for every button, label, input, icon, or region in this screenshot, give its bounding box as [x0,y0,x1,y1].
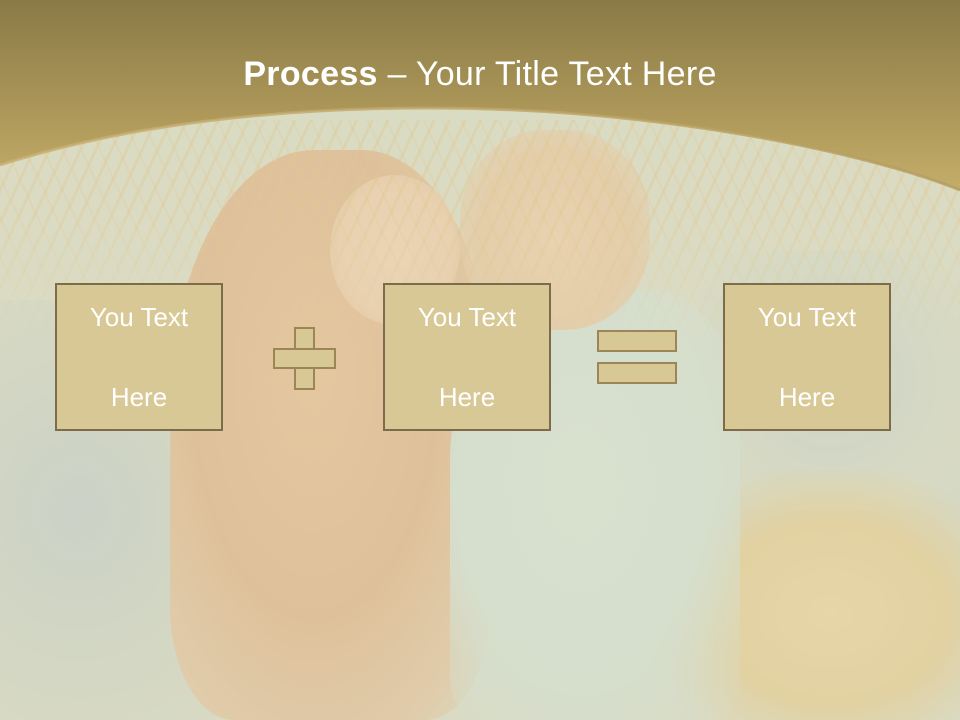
box-1-line-1: You Text [89,302,189,332]
box-1-line-2: Here [110,382,168,412]
box-2-line-2: Here [438,382,496,412]
box-3-line-2: Here [778,382,836,412]
slide-title: Process – Your Title Text Here [0,52,960,96]
equals-icon [597,330,677,384]
header-band [0,0,960,200]
title-regular-part: – Your Title Text Here [377,55,717,93]
box-2-line-1: You Text [417,302,517,332]
title-bold-part: Process [243,55,378,93]
plus-icon [273,327,336,390]
box-3-line-1: You Text [757,302,857,332]
